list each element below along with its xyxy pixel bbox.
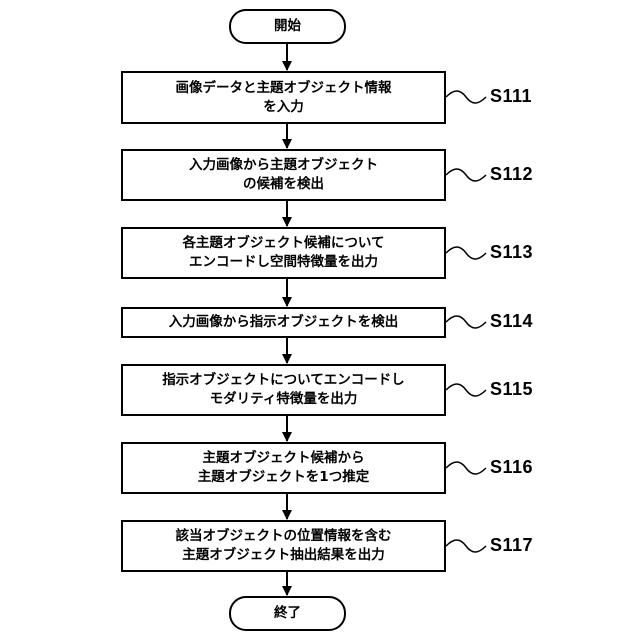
step-text: 指示オブジェクトについてエンコードし モダリティ特徴量を出力 <box>162 371 405 409</box>
step-line: 主題オブジェクト抽出結果を出力 <box>176 546 392 565</box>
end-label: 終了 <box>274 604 301 623</box>
step-box-s111: 画像データと主題オブジェクト情報 を入力 <box>121 71 446 124</box>
leader-line <box>446 316 486 328</box>
step-box-s113: 各主題オブジェクト候補について エンコードし空間特徴量を出力 <box>121 227 446 279</box>
step-line: 該当オブジェクトの位置情報を含む <box>176 527 392 546</box>
step-box-s115: 指示オブジェクトについてエンコードし モダリティ特徴量を出力 <box>121 364 446 416</box>
leader-line <box>446 247 486 259</box>
end-terminal: 終了 <box>229 596 346 631</box>
step-box-s117: 該当オブジェクトの位置情報を含む 主題オブジェクト抽出結果を出力 <box>121 520 446 572</box>
step-line: の候補を検出 <box>189 175 378 194</box>
step-text: 画像データと主題オブジェクト情報 を入力 <box>176 79 392 117</box>
step-id-label: S111 <box>490 86 532 107</box>
step-line: 入力画像から指示オブジェクトを検出 <box>169 313 399 332</box>
step-line: モダリティ特徴量を出力 <box>162 390 405 409</box>
leader-line <box>446 91 486 103</box>
leader-line <box>446 540 486 552</box>
step-id-label: S114 <box>490 311 533 332</box>
step-line: 入力画像から主題オブジェクト <box>189 156 378 175</box>
leader-line <box>446 169 486 181</box>
step-id-label: S116 <box>490 457 533 478</box>
step-id-label: S115 <box>490 379 533 400</box>
step-text: 主題オブジェクト候補から 主題オブジェクトを1つ推定 <box>198 449 369 487</box>
step-line: 画像データと主題オブジェクト情報 <box>176 79 392 98</box>
start-terminal: 開始 <box>229 9 346 44</box>
step-text: 入力画像から主題オブジェクト の候補を検出 <box>189 156 378 194</box>
step-line: を入力 <box>176 98 392 117</box>
step-box-s112: 入力画像から主題オブジェクト の候補を検出 <box>121 149 446 201</box>
start-label: 開始 <box>274 17 301 36</box>
step-line: 主題オブジェクト候補から <box>198 449 369 468</box>
step-line: 指示オブジェクトについてエンコードし <box>162 371 405 390</box>
step-line: 主題オブジェクトを1つ推定 <box>198 468 369 487</box>
step-text: 入力画像から指示オブジェクトを検出 <box>169 313 399 332</box>
leader-line <box>446 462 486 474</box>
step-text: 各主題オブジェクト候補について エンコードし空間特徴量を出力 <box>182 234 384 272</box>
step-box-s116: 主題オブジェクト候補から 主題オブジェクトを1つ推定 <box>121 442 446 494</box>
step-line: エンコードし空間特徴量を出力 <box>182 253 384 272</box>
step-text: 該当オブジェクトの位置情報を含む 主題オブジェクト抽出結果を出力 <box>176 527 392 565</box>
step-line: 各主題オブジェクト候補について <box>182 234 384 253</box>
step-id-label: S112 <box>490 164 533 185</box>
step-id-label: S117 <box>490 535 533 556</box>
leader-line <box>446 384 486 396</box>
step-id-label: S113 <box>490 242 533 263</box>
step-box-s114: 入力画像から指示オブジェクトを検出 <box>121 307 446 338</box>
